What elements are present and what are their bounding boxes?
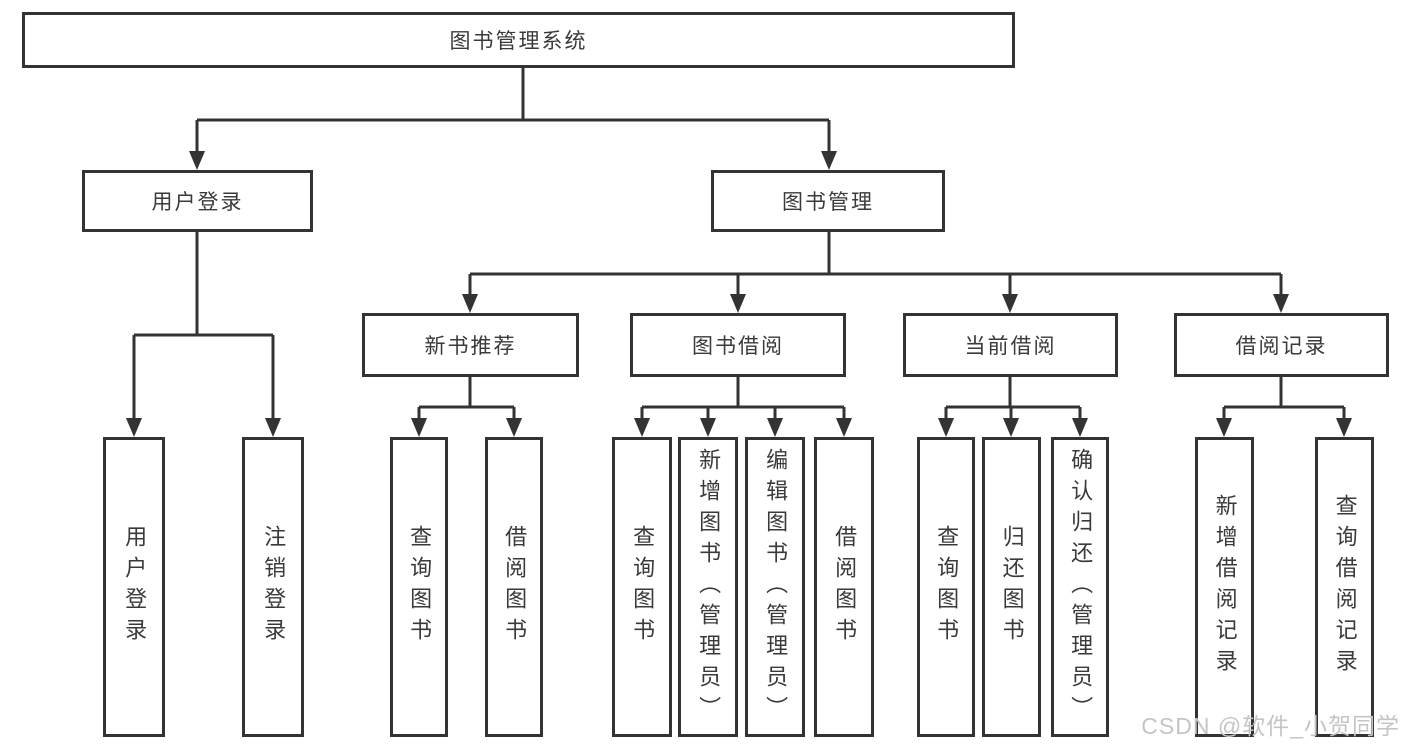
leaf-logout-login: 注销登录 — [242, 437, 304, 737]
node-borrowing-records: 借阅记录 — [1174, 313, 1389, 377]
leaf-add-books-admin: 新增图书（管理员） — [678, 437, 738, 737]
leaf-confirm-return-admin: 确认归还（管理员） — [1051, 437, 1109, 737]
leaf-return-books: 归还图书 — [982, 437, 1041, 737]
leaf-query-books-current: 查询图书 — [917, 437, 975, 737]
leaf-query-books-borrowing: 查询图书 — [612, 437, 672, 737]
leaf-add-borrow-record: 新增借阅记录 — [1195, 437, 1254, 737]
arrowheads — [126, 151, 1352, 437]
leaf-edit-books-admin: 编辑图书（管理员） — [745, 437, 805, 737]
connector-paths — [132, 68, 1346, 420]
leaf-query-books-recommend: 查询图书 — [390, 437, 448, 737]
node-user-login: 用户登录 — [82, 170, 313, 232]
leaf-query-borrow-record: 查询借阅记录 — [1315, 437, 1374, 737]
node-current-borrowing: 当前借阅 — [903, 313, 1118, 377]
leaf-user-login: 用户登录 — [103, 437, 165, 737]
leaf-borrow-books-borrowing: 借阅图书 — [814, 437, 874, 737]
node-book-management: 图书管理 — [711, 170, 945, 232]
leaf-borrow-books-recommend: 借阅图书 — [485, 437, 543, 737]
node-library-system: 图书管理系统 — [22, 12, 1015, 68]
node-new-book-recommend: 新书推荐 — [362, 313, 579, 377]
node-book-borrowing: 图书借阅 — [630, 313, 846, 377]
csdn-watermark: CSDN @软件_小贺同学 — [1141, 713, 1400, 739]
